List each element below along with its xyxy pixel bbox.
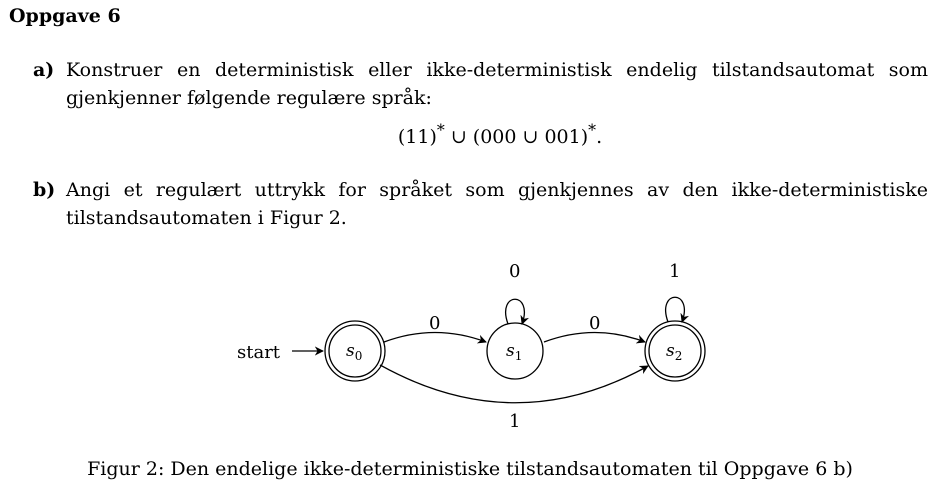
state-s2-name: s xyxy=(666,341,675,361)
formula-union: ∪ (000 ∪ 001) xyxy=(444,126,589,149)
formula-end: . xyxy=(596,126,603,149)
edge-s0-s2-label: 1 xyxy=(509,411,520,432)
edge-s0-s1-label: 0 xyxy=(429,313,440,334)
state-s0-name: s xyxy=(346,341,355,361)
state-s1: s1 xyxy=(486,322,544,380)
formula-part-1: (11) xyxy=(397,126,437,149)
start-label: start xyxy=(237,342,281,363)
state-s0: s0 xyxy=(324,320,386,382)
state-s1-name: s xyxy=(506,341,515,361)
state-s2-sub: 2 xyxy=(675,349,683,363)
edge-s1-s2-label: 0 xyxy=(589,313,600,334)
part-b-text: Angi et regulært uttrykk for språket som… xyxy=(66,179,928,229)
edge-s0-s1 xyxy=(383,331,487,344)
part-b-label: b) xyxy=(33,179,56,201)
part-b: b) Angi et regulært uttrykk for språket … xyxy=(33,176,928,232)
part-a-text: Konstruer en deterministisk eller ikke-d… xyxy=(66,59,928,109)
exercise-title: Oppgave 6 xyxy=(9,5,121,27)
edge-s0-s2 xyxy=(379,364,649,404)
formula-star-1: * xyxy=(436,121,445,140)
state-s2: s2 xyxy=(644,320,706,382)
edge-s2-s2-label: 1 xyxy=(669,261,680,282)
formula-star-2: * xyxy=(588,121,597,140)
part-a-label: a) xyxy=(33,59,55,81)
state-s1-sub: 1 xyxy=(515,349,523,363)
svg-text:s2: s2 xyxy=(666,341,682,363)
state-s0-sub: 0 xyxy=(355,349,363,363)
part-a: a) Konstruer en deterministisk eller ikk… xyxy=(33,56,928,112)
regular-expression: (11)* ∪ (000 ∪ 001)*. xyxy=(0,121,940,148)
edge-s1-s1 xyxy=(505,298,530,325)
edge-s1-s1-label: 0 xyxy=(509,261,520,282)
edge-s1-s2 xyxy=(543,331,646,344)
edge-s2-s2 xyxy=(665,296,690,323)
svg-text:s1: s1 xyxy=(506,341,522,363)
figure-caption: Figur 2: Den endelige ikke-deterministis… xyxy=(87,458,853,480)
svg-text:s0: s0 xyxy=(346,341,362,363)
